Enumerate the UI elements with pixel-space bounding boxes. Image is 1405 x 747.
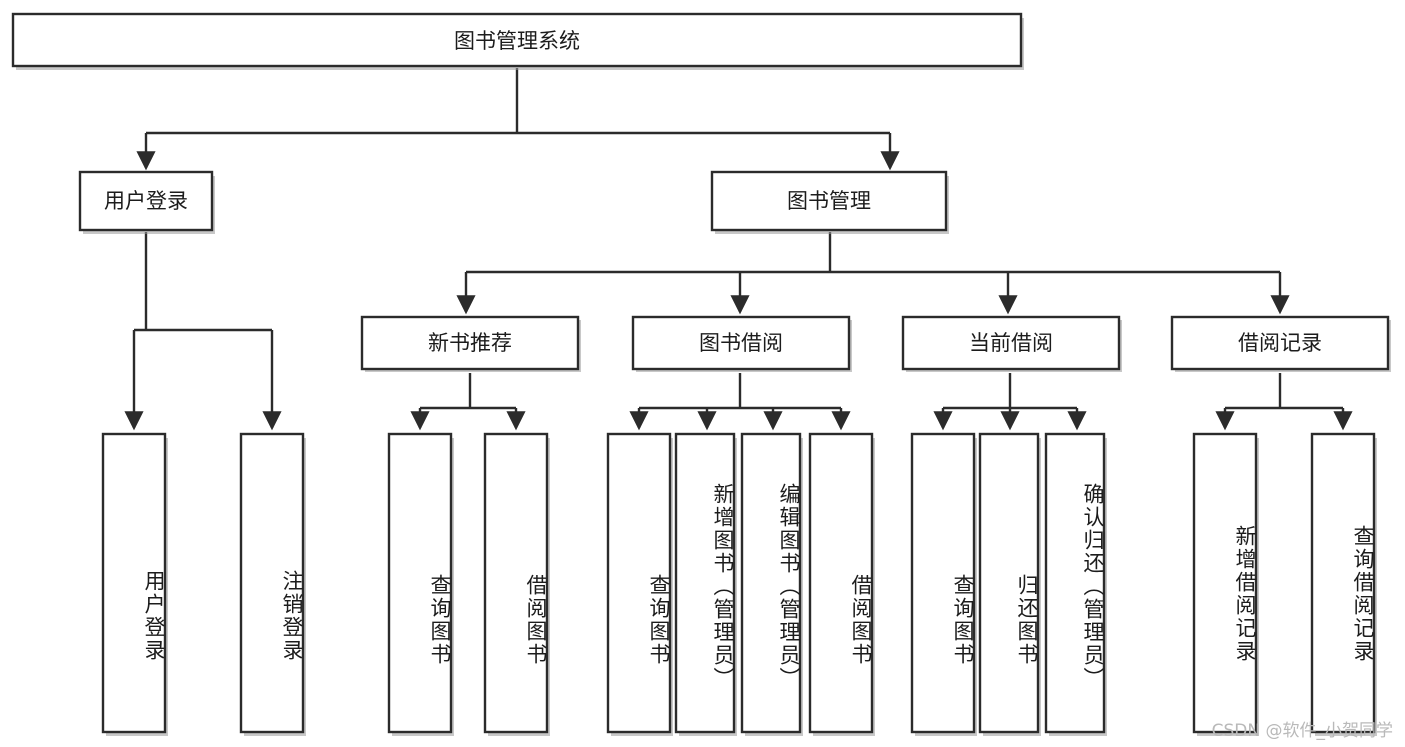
- csdn-watermark: CSDN @软件_小贺同学: [1211, 721, 1393, 741]
- node-new-book-box[interactable]: [360, 315, 580, 371]
- node-leaf-return-book-box[interactable]: [978, 432, 1040, 734]
- node-user-login-label: 用户登录: [104, 189, 188, 213]
- node-leaf-add-book-box[interactable]: [674, 432, 736, 734]
- node-leaf-query-book-2-box[interactable]: [606, 432, 672, 734]
- node-leaf-logout-box[interactable]: [239, 432, 305, 734]
- node-book-borrow-box[interactable]: [631, 315, 851, 371]
- node-leaf-confirm-return-box[interactable]: [1044, 432, 1106, 734]
- node-borrow-record-box[interactable]: [1170, 315, 1390, 371]
- node-book-manage-box[interactable]: [710, 170, 948, 232]
- node-leaf-borrow-book-1-box[interactable]: [483, 432, 549, 734]
- edge-group: [124, 68, 1353, 431]
- node-leaf-query-book-3-box[interactable]: [910, 432, 976, 734]
- node-current-borrow-label: 当前借阅: [969, 331, 1053, 355]
- node-book-manage-label: 图书管理: [787, 189, 871, 213]
- node-root-box[interactable]: [11, 12, 1023, 68]
- node-leaf-add-record-box[interactable]: [1192, 432, 1258, 734]
- node-leaf-query-book-1-box[interactable]: [387, 432, 453, 734]
- node-leaf-borrow-book-2-box[interactable]: [808, 432, 874, 734]
- node-user-login-box[interactable]: [78, 170, 214, 232]
- node-new-book-label: 新书推荐: [428, 331, 512, 355]
- node-borrow-record-label: 借阅记录: [1238, 331, 1322, 355]
- node-root-label: 图书管理系统: [454, 29, 580, 53]
- node-group: 图书管理系统 用户登录 图书管理 新书推荐 图书借阅 当前借阅 借阅记录: [11, 12, 1391, 736]
- node-leaf-user-login-box[interactable]: [101, 432, 167, 734]
- node-current-borrow-box[interactable]: [901, 315, 1121, 371]
- node-leaf-edit-book-box[interactable]: [740, 432, 802, 734]
- node-book-borrow-label: 图书借阅: [699, 331, 783, 355]
- node-leaf-query-record-box[interactable]: [1310, 432, 1376, 734]
